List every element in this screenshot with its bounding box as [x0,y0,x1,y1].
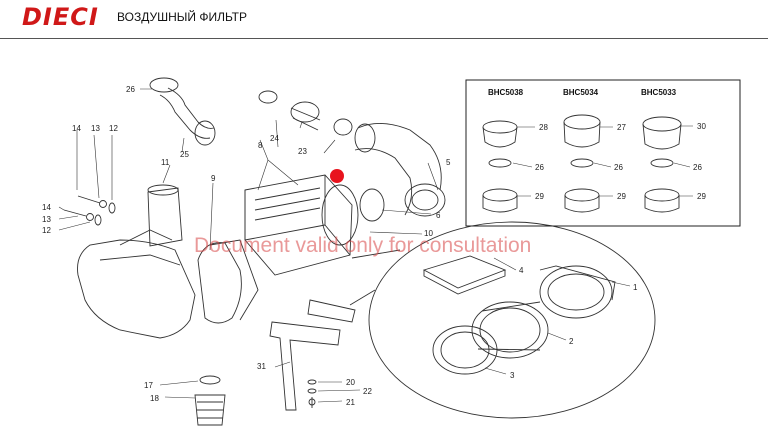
model-label-bhc5038: BHC5038 [488,88,524,97]
header: DIECI ВОЗДУШНЫЙ ФИЛЬТР [0,0,768,38]
hose-25 [149,77,216,146]
callout-10: 10 [424,229,433,238]
callout-13-lower: 13 [42,215,51,224]
callout-28: 28 [539,123,548,132]
callout-8: 8 [258,141,263,150]
callout-26-inset-b: 26 [614,163,623,172]
detail-circle [368,221,656,419]
bolts-12-14 [63,195,116,226]
header-divider [0,38,768,39]
callout-29-b: 29 [617,192,626,201]
callout-26-inset-a: 26 [535,163,544,172]
model-label-bhc5033: BHC5033 [641,88,677,97]
cover-seal-9 [197,239,259,324]
clamps-23-24 [258,90,353,136]
callout-11: 11 [161,158,170,167]
callout-2: 2 [569,337,574,346]
model-label-bhc5034: BHC5034 [563,88,599,97]
callout-3: 3 [510,371,515,380]
callout-22: 22 [363,387,372,396]
detail-leader [349,249,401,306]
callout-14-upper: 14 [72,124,81,133]
filter-body-8 [244,174,359,276]
callout-25: 25 [180,150,189,159]
watermark-text: Document valid only for consultation [194,234,531,257]
callout-5: 5 [446,158,451,167]
callout-20: 20 [346,378,355,387]
pipe-5 [354,123,446,217]
callout-24: 24 [270,134,279,143]
callout-29-c: 29 [697,192,706,201]
inset-parts [482,114,682,213]
callout-30: 30 [697,122,706,131]
filter-elements-1-4 [422,255,616,375]
leader-lines [58,88,693,403]
callout-29-a: 29 [535,192,544,201]
callout-27: 27 [617,123,626,132]
callout-18: 18 [150,394,159,403]
intake-housing-11 [77,184,196,339]
callout-26: 26 [126,85,135,94]
bellows-17-18 [194,375,226,426]
bracket-31 [269,299,356,411]
callout-31: 31 [257,362,266,371]
dieci-logo: DIECI [22,3,99,31]
callout-12-upper: 12 [109,124,118,133]
callout-12-lower: 12 [42,226,51,235]
callout-13-upper: 13 [91,124,100,133]
highlight-marker [330,169,344,183]
callout-14-lower: 14 [42,203,51,212]
callout-1: 1 [633,283,638,292]
callout-21: 21 [346,398,355,407]
page-title: ВОЗДУШНЫЙ ФИЛЬТР [117,10,247,24]
callout-9: 9 [211,174,216,183]
seal-ring-6 [359,188,385,222]
callout-4: 4 [519,266,524,275]
hardware-20-22 [307,379,317,408]
inset-box [465,79,741,227]
callout-6: 6 [436,211,441,220]
callout-23: 23 [298,147,307,156]
callout-17: 17 [144,381,153,390]
callout-26-inset-c: 26 [693,163,702,172]
